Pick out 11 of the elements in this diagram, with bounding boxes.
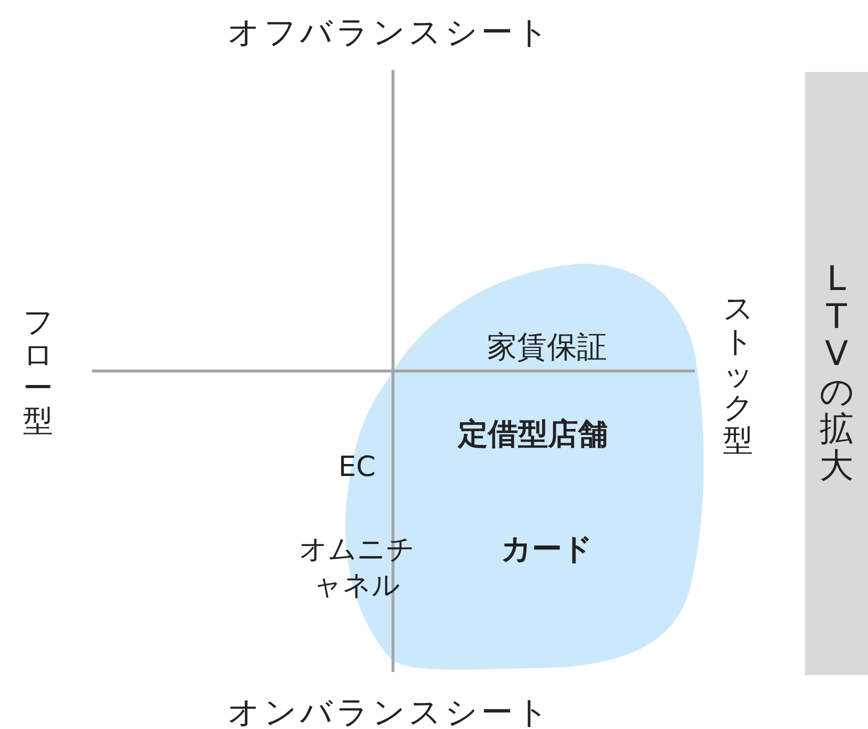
area-label: カード [501,535,593,565]
axis-label: オフバランスシート [228,12,552,53]
band-label: LTVの拡大 [820,261,854,486]
area-label: 家賃保証 [487,333,607,363]
axis-label: フロー型 [23,306,53,438]
axis-label: ストック型 [723,292,753,458]
item-label: EC [338,448,376,485]
area-label: 定借型店舗 [458,420,608,450]
side-band [805,72,868,675]
item-label: オムニチャネル [298,532,416,604]
axis-label: オンバランスシート [228,692,552,729]
